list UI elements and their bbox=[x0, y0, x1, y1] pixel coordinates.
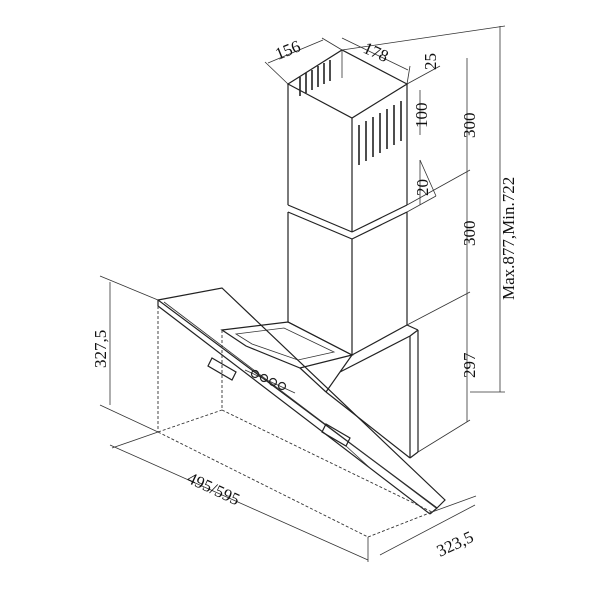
control-knob-icon bbox=[277, 381, 287, 391]
dim-chimney-depth: 156 bbox=[272, 37, 303, 64]
dimension-lines bbox=[99, 25, 506, 562]
dim-vent-height: 100 bbox=[412, 103, 431, 129]
vent-slots-right bbox=[358, 101, 402, 165]
dim-gap: 20 bbox=[413, 179, 432, 196]
glass-canopy bbox=[156, 287, 446, 515]
control-knob-icon bbox=[259, 373, 269, 383]
dim-lower-chimney: 300 bbox=[460, 221, 479, 247]
control-knob-icon bbox=[268, 377, 278, 387]
dim-canopy-height: 327,5 bbox=[91, 330, 110, 368]
support-frame bbox=[220, 321, 419, 459]
dim-width: 495/595 bbox=[184, 468, 243, 509]
vent-slots-left bbox=[299, 60, 331, 96]
dim-top-offset: 25 bbox=[421, 53, 440, 70]
control-panel bbox=[207, 357, 371, 469]
lower-chimney bbox=[287, 211, 408, 356]
dim-depth: 323,5 bbox=[434, 527, 477, 560]
dim-total-height: Max.877,Min.722 bbox=[499, 177, 518, 300]
control-knob-icon bbox=[250, 369, 260, 379]
dim-upper-chimney: 300 bbox=[460, 113, 479, 139]
dim-body-height: 297 bbox=[460, 352, 479, 378]
projection-box bbox=[157, 306, 433, 538]
